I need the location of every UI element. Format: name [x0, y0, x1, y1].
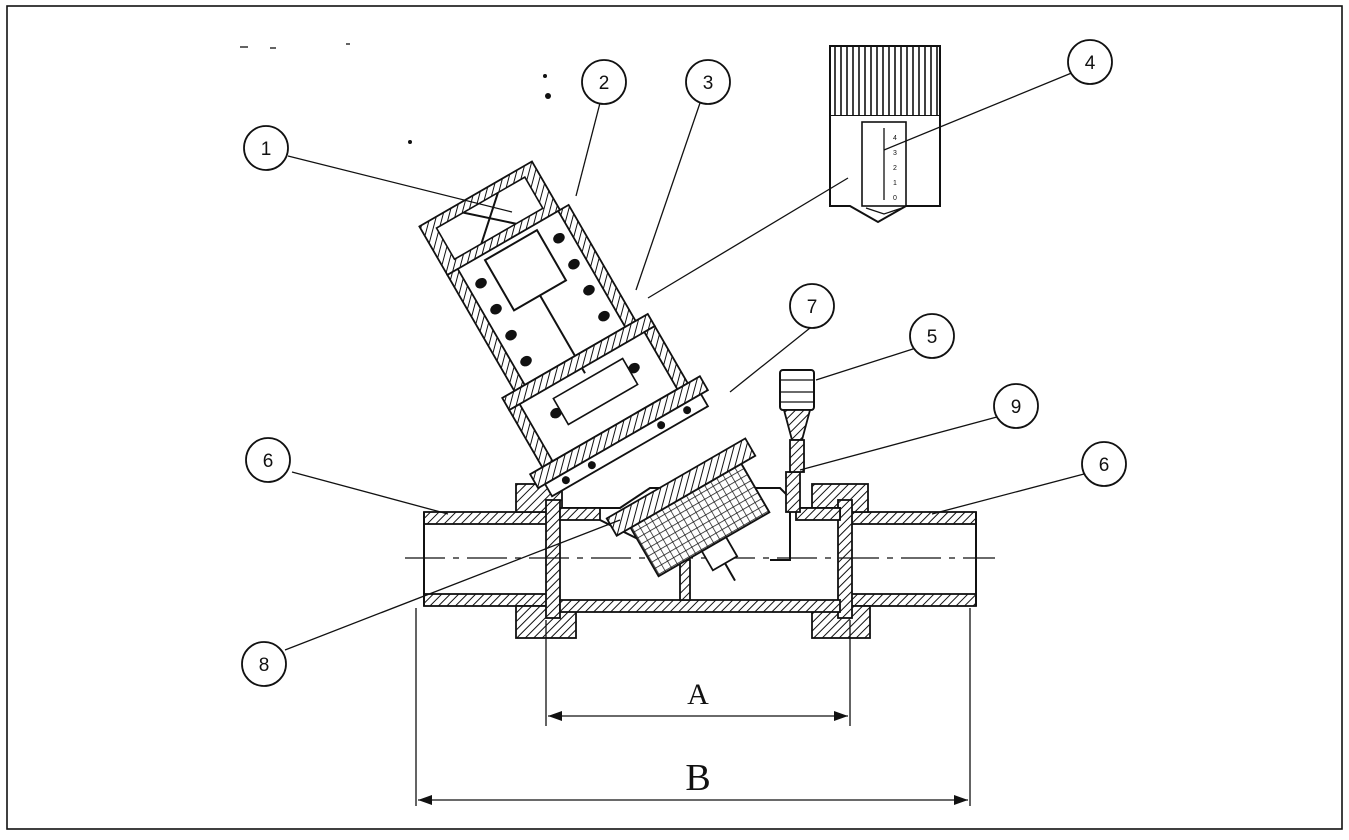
- scale-mark-3: 3: [893, 150, 897, 157]
- svg-text:4: 4: [1085, 53, 1096, 74]
- scale-mark-0: 0: [893, 195, 897, 202]
- callout-2: 2: [581, 59, 627, 105]
- svg-text:6: 6: [1099, 455, 1110, 476]
- svg-text:8: 8: [259, 655, 270, 676]
- scan-speckles: [240, 43, 551, 144]
- svg-text:7: 7: [807, 297, 818, 318]
- callout-8: 8: [241, 641, 287, 687]
- handle-inset: 4 3 2 1 0: [829, 45, 941, 224]
- callout-7: 7: [789, 283, 835, 329]
- callout-3: 3: [685, 59, 731, 105]
- leader-lines: [284, 71, 1085, 651]
- knurled-handle: [829, 45, 941, 117]
- callout-4: 4: [1067, 39, 1113, 85]
- strainer-group: [605, 437, 771, 582]
- scale-mark-2: 2: [893, 165, 897, 172]
- valve-body-bottom-wall: [559, 599, 841, 613]
- callout-6-right: 6: [1081, 441, 1127, 487]
- svg-text:3: 3: [703, 73, 714, 94]
- strainer-seat: [605, 437, 757, 537]
- dimension-b-label: B: [685, 757, 710, 799]
- svg-text:5: 5: [927, 327, 938, 348]
- dimension-a: A: [545, 620, 851, 726]
- svg-text:1: 1: [261, 139, 272, 160]
- scale-mark-1: 1: [893, 180, 897, 187]
- callout-1: 1: [243, 125, 289, 171]
- svg-text:6: 6: [263, 451, 274, 472]
- dimension-a-label: A: [687, 678, 709, 711]
- callout-5: 5: [909, 313, 955, 359]
- pressure-test-point: [779, 369, 815, 473]
- dimension-b: B: [415, 608, 971, 806]
- svg-text:2: 2: [599, 73, 610, 94]
- left-connector: [545, 499, 561, 619]
- svg-text:9: 9: [1011, 397, 1022, 418]
- right-connector: [837, 499, 853, 619]
- right-pipe-top-wall: [845, 511, 977, 525]
- drawing-frame: [6, 5, 1343, 830]
- bonnet-assembly: [418, 160, 710, 498]
- callout-9: 9: [993, 383, 1039, 429]
- spring: [475, 232, 610, 367]
- scale-mark-4: 4: [893, 135, 897, 142]
- right-pipe-bottom-wall: [845, 593, 977, 607]
- left-pipe-top-wall: [423, 511, 555, 525]
- callout-6-left: 6: [245, 437, 291, 483]
- left-pipe-bottom-wall: [423, 593, 555, 607]
